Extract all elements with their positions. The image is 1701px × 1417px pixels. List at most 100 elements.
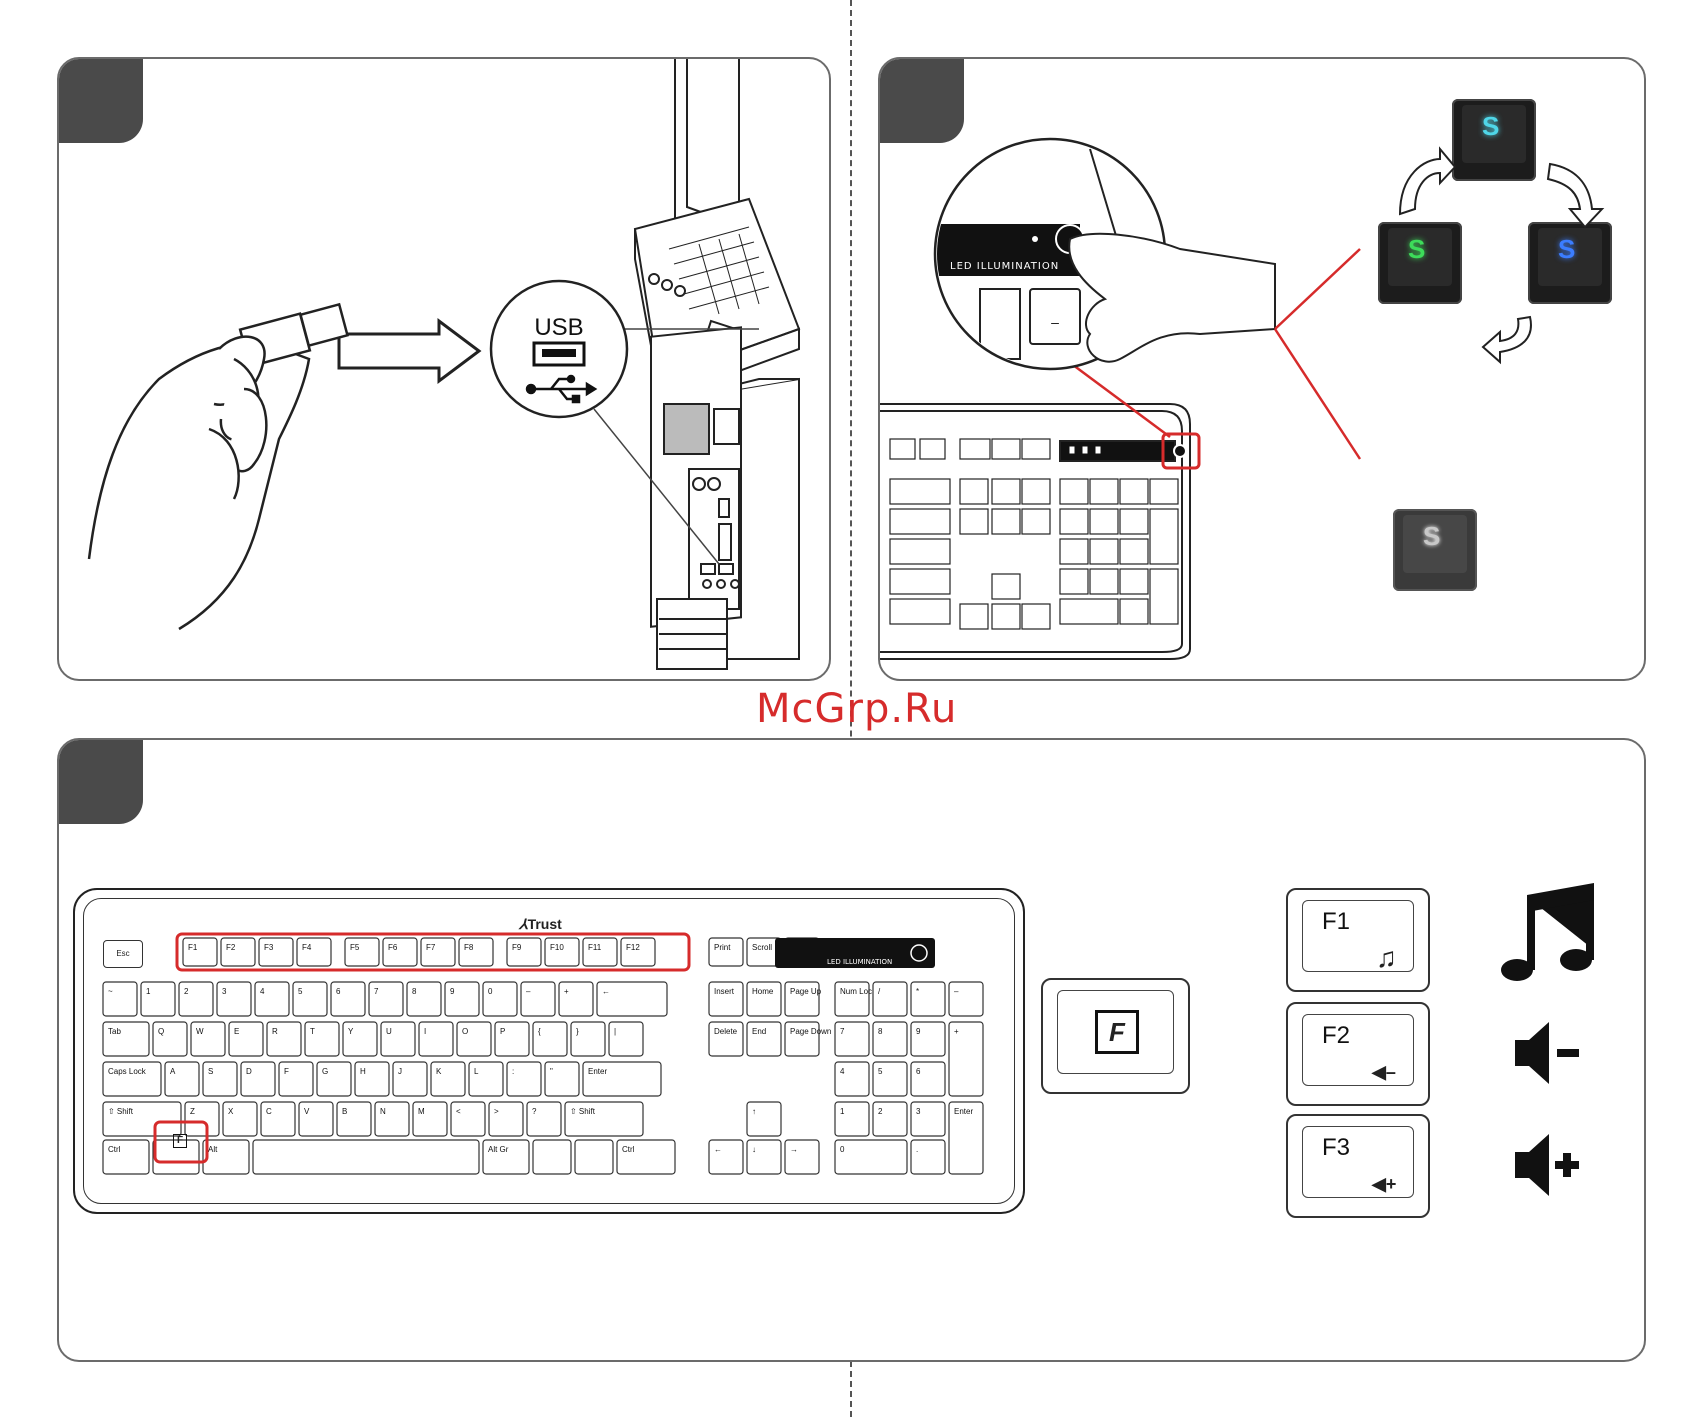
letter-key[interactable] xyxy=(450,1101,486,1137)
letter-key[interactable] xyxy=(564,1101,644,1137)
letter-key[interactable] xyxy=(412,1101,448,1137)
letter-key[interactable] xyxy=(102,1021,150,1057)
f-key[interactable] xyxy=(458,937,494,967)
letter-key[interactable] xyxy=(190,1021,226,1057)
letter-key[interactable] xyxy=(336,1101,372,1137)
nav-key[interactable] xyxy=(746,981,782,1017)
numpad-key[interactable] xyxy=(910,981,946,1017)
letter-key[interactable] xyxy=(102,1101,182,1137)
number-key[interactable] xyxy=(368,981,404,1017)
numpad-key[interactable] xyxy=(872,1021,908,1057)
letter-key[interactable] xyxy=(418,1021,454,1057)
menu-key[interactable] xyxy=(574,1139,614,1175)
numpad-key[interactable] xyxy=(872,1101,908,1137)
letter-key[interactable] xyxy=(342,1021,378,1057)
fn-key[interactable] xyxy=(152,1139,200,1175)
letter-key[interactable] xyxy=(184,1101,220,1137)
letter-key[interactable] xyxy=(544,1061,580,1097)
letter-key[interactable] xyxy=(240,1061,276,1097)
letter-key[interactable] xyxy=(456,1021,492,1057)
numpad-key[interactable] xyxy=(834,1061,870,1097)
letter-key[interactable] xyxy=(260,1101,296,1137)
number-key[interactable] xyxy=(558,981,594,1017)
number-key[interactable] xyxy=(292,981,328,1017)
letter-key[interactable] xyxy=(608,1021,644,1057)
numpad-key[interactable] xyxy=(910,1101,946,1137)
letter-key[interactable] xyxy=(494,1021,530,1057)
windows-key[interactable] xyxy=(532,1139,572,1175)
letter-key[interactable] xyxy=(266,1021,302,1057)
number-key[interactable] xyxy=(254,981,290,1017)
f-key[interactable] xyxy=(382,937,418,967)
letter-key[interactable] xyxy=(570,1021,606,1057)
nav-key[interactable] xyxy=(746,1021,782,1057)
nav-key[interactable] xyxy=(784,981,820,1017)
letter-key[interactable] xyxy=(102,1061,162,1097)
f-key[interactable] xyxy=(220,937,256,967)
f-key[interactable] xyxy=(296,937,332,967)
letter-key[interactable] xyxy=(392,1061,428,1097)
number-key[interactable] xyxy=(330,981,366,1017)
number-key[interactable] xyxy=(102,981,138,1017)
numpad-key[interactable] xyxy=(910,1021,946,1057)
letter-key[interactable] xyxy=(354,1061,390,1097)
letter-key[interactable] xyxy=(164,1061,200,1097)
numpad-key[interactable] xyxy=(834,1139,908,1175)
number-key[interactable] xyxy=(406,981,442,1017)
numpad-key[interactable] xyxy=(834,981,870,1017)
numpad-key[interactable] xyxy=(948,1021,984,1097)
letter-key[interactable] xyxy=(304,1021,340,1057)
esc-key[interactable]: Esc xyxy=(103,940,143,968)
letter-key[interactable] xyxy=(488,1101,524,1137)
number-key[interactable] xyxy=(140,981,176,1017)
f-key[interactable] xyxy=(258,937,294,967)
numpad-key[interactable] xyxy=(948,981,984,1017)
letter-key[interactable] xyxy=(278,1061,314,1097)
arrow-key[interactable] xyxy=(746,1139,782,1175)
ctrl-key[interactable] xyxy=(102,1139,150,1175)
letter-key[interactable] xyxy=(506,1061,542,1097)
alt-key[interactable] xyxy=(202,1139,250,1175)
f-key[interactable] xyxy=(182,937,218,967)
number-key[interactable] xyxy=(596,981,668,1017)
arrow-key[interactable] xyxy=(746,1101,782,1137)
f-key[interactable] xyxy=(620,937,656,967)
space-key[interactable] xyxy=(252,1139,480,1175)
f-key[interactable] xyxy=(420,937,456,967)
number-key[interactable] xyxy=(520,981,556,1017)
letter-key[interactable] xyxy=(222,1101,258,1137)
arrow-key[interactable] xyxy=(708,1139,744,1175)
letter-key[interactable] xyxy=(202,1061,238,1097)
number-key[interactable] xyxy=(178,981,214,1017)
numpad-key[interactable] xyxy=(872,981,908,1017)
f-key[interactable] xyxy=(344,937,380,967)
f-key[interactable] xyxy=(544,937,580,967)
nav-key[interactable] xyxy=(784,1021,820,1057)
nav-key[interactable] xyxy=(708,981,744,1017)
letter-key[interactable] xyxy=(316,1061,352,1097)
ctrl-key[interactable] xyxy=(616,1139,676,1175)
numpad-key[interactable] xyxy=(910,1139,946,1175)
letter-key[interactable] xyxy=(228,1021,264,1057)
letter-key[interactable] xyxy=(582,1061,662,1097)
numpad-key[interactable] xyxy=(910,1061,946,1097)
numpad-key[interactable] xyxy=(834,1021,870,1057)
numpad-key[interactable] xyxy=(834,1101,870,1137)
nav-key[interactable] xyxy=(708,937,744,967)
letter-key[interactable] xyxy=(468,1061,504,1097)
altgr-key[interactable] xyxy=(482,1139,530,1175)
letter-key[interactable] xyxy=(152,1021,188,1057)
nav-key[interactable] xyxy=(708,1021,744,1057)
letter-key[interactable] xyxy=(430,1061,466,1097)
letter-key[interactable] xyxy=(374,1101,410,1137)
number-key[interactable] xyxy=(482,981,518,1017)
f-key[interactable] xyxy=(582,937,618,967)
number-key[interactable] xyxy=(216,981,252,1017)
letter-key[interactable] xyxy=(526,1101,562,1137)
numpad-key[interactable] xyxy=(872,1061,908,1097)
arrow-key[interactable] xyxy=(784,1139,820,1175)
f-key[interactable] xyxy=(506,937,542,967)
letter-key[interactable] xyxy=(532,1021,568,1057)
letter-key[interactable] xyxy=(380,1021,416,1057)
number-key[interactable] xyxy=(444,981,480,1017)
